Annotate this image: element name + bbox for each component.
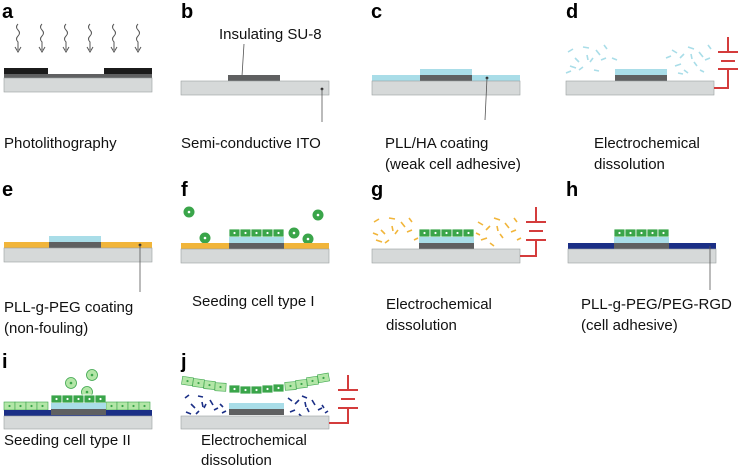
panel-e: e PLL-g-PEG coating (non-fouling): [2, 179, 153, 337]
dissolving-pll-peg-fragments: [372, 217, 522, 247]
pll-ha-coating-top: [614, 237, 669, 243]
ito-substrate: [3, 247, 153, 263]
dissolving-peg-rgd-fragments: [184, 394, 329, 418]
cell-monolayer-type-1: [418, 228, 475, 238]
ito-substrate: [180, 415, 330, 430]
caption-j-line1: Electrochemical: [201, 432, 307, 449]
uv-light-arrows: [14, 23, 142, 53]
su8-pad: [420, 75, 472, 81]
panel-label-c: c: [371, 1, 382, 23]
su8-layer: [4, 74, 152, 78]
caption-i: Seeding cell type II: [4, 432, 131, 449]
cell-monolayer-type-1: [228, 228, 285, 238]
pll-ha-coating-top: [615, 69, 667, 75]
panel-b: b Insulating SU-8 Semi-conductive ITO: [180, 1, 330, 152]
cell-monolayer-type-1: [613, 228, 670, 238]
pll-ha-coating-top: [420, 69, 472, 75]
ito-substrate: [3, 77, 153, 93]
dissolving-pll-ha-fragments: [565, 44, 712, 75]
su8-pad: [419, 243, 474, 249]
panel-label-j: j: [180, 351, 187, 373]
pll-ha-coating-top: [49, 236, 101, 242]
su8-pad: [229, 409, 284, 415]
panel-label-g: g: [371, 179, 383, 201]
su8-pad: [614, 243, 669, 249]
panel-c: c PLL/HA coating (weak cell adhesive): [371, 1, 521, 173]
panel-label-e: e: [2, 179, 13, 201]
panel-j: j Electrochemical dissolution: [180, 351, 358, 468]
leader-line-su8: [241, 43, 245, 77]
panel-label-a: a: [2, 1, 14, 23]
voltage-source-icon: [520, 207, 546, 257]
ito-substrate: [567, 248, 717, 264]
caption-d-line2: dissolution: [594, 156, 665, 173]
su8-pad: [228, 75, 280, 81]
annotation-su8: Insulating SU-8: [219, 26, 322, 43]
panel-label-b: b: [181, 1, 193, 23]
caption-g-line2: dissolution: [386, 317, 457, 334]
su8-pad: [51, 409, 106, 415]
cell-monolayer-type-1: [50, 394, 107, 404]
panel-label-h: h: [566, 179, 578, 201]
ito-substrate: [180, 80, 330, 96]
caption-h-line1: PLL-g-PEG/PEG-RGD: [581, 296, 732, 313]
caption-f: Seeding cell type I: [192, 293, 315, 310]
leader-line-pll-ha: [484, 77, 488, 121]
caption-b: Semi-conductive ITO: [181, 135, 321, 152]
panel-label-d: d: [566, 1, 578, 23]
caption-c-line1: PLL/HA coating: [385, 135, 488, 152]
panel-label-i: i: [2, 351, 8, 373]
ito-substrate: [3, 415, 153, 430]
photomask-right: [104, 68, 152, 74]
ito-substrate: [180, 248, 330, 264]
pll-ha-coating-top: [419, 237, 474, 243]
panel-d: d Electrochemical dissolution: [565, 1, 738, 173]
pll-ha-coating-top: [229, 237, 284, 243]
floating-cells-type-2: [65, 369, 98, 398]
pll-ha-coating-top: [229, 403, 284, 409]
voltage-source-icon: [329, 375, 358, 424]
caption-h-line2: (cell adhesive): [581, 317, 678, 334]
pll-ha-coating-top: [51, 403, 106, 409]
detaching-cell-sheet: [180, 372, 331, 395]
su8-pad: [229, 243, 284, 249]
caption-g-line1: Electrochemical: [386, 296, 492, 313]
ito-substrate: [371, 80, 521, 96]
su8-pad: [615, 75, 667, 81]
panel-h: h PLL-g-PEG/PEG-RGD (cell adhesive): [566, 179, 732, 334]
panel-i: i Seeding cell type II: [2, 351, 153, 449]
panel-a: a Photolithography: [2, 1, 153, 152]
su8-pad: [49, 242, 101, 248]
caption-e-line2: (non-fouling): [4, 320, 88, 337]
ito-substrate: [371, 248, 521, 264]
caption-c-line2: (weak cell adhesive): [385, 156, 521, 173]
caption-d-line1: Electrochemical: [594, 135, 700, 152]
panel-label-f: f: [181, 179, 188, 201]
photomask-left: [4, 68, 48, 74]
panel-g: g Electrochemical dissolution: [371, 179, 546, 334]
voltage-source-icon: [714, 37, 738, 89]
caption-e-line1: PLL-g-PEG coating: [4, 299, 133, 316]
ito-substrate: [565, 80, 715, 96]
caption-j-line2: dissolution: [201, 452, 272, 468]
panel-f: f Seeding cell type I: [180, 179, 330, 310]
caption-a: Photolithography: [4, 135, 117, 152]
